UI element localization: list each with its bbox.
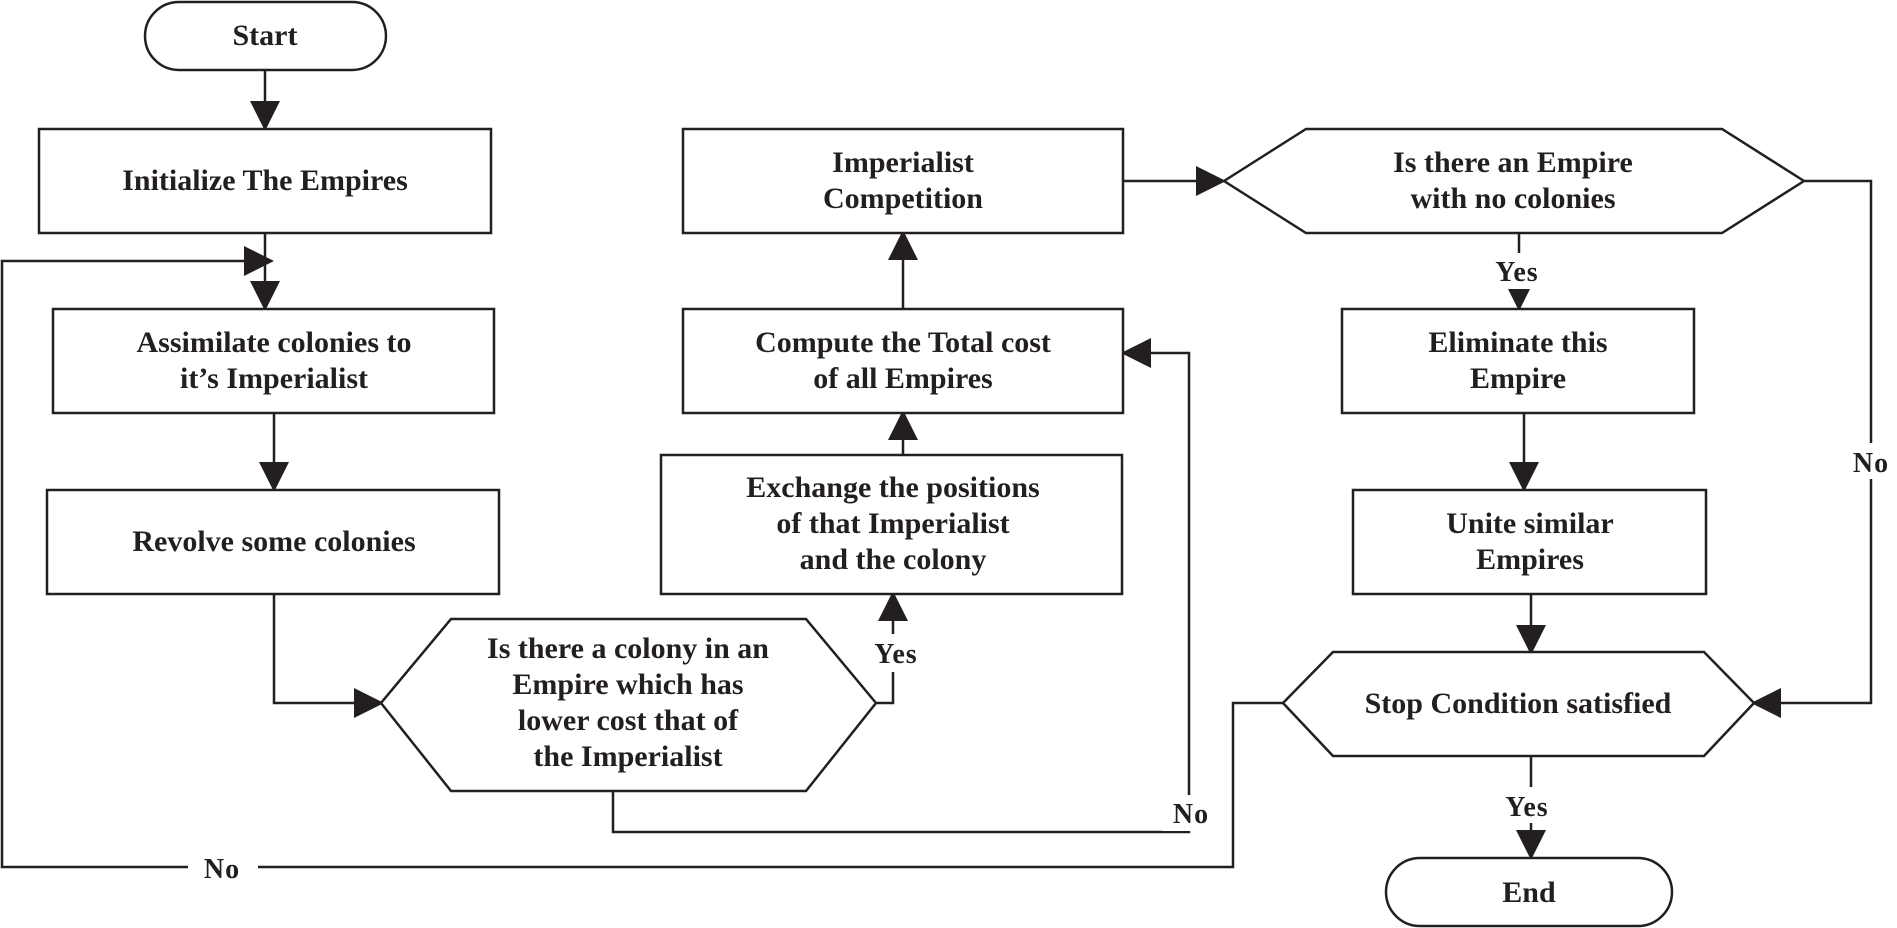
node-line: it’s Imperialist	[180, 362, 368, 395]
node-start: Start	[143, 0, 388, 72]
node-end: End	[1384, 856, 1674, 928]
label-stop-no: No	[204, 854, 240, 885]
node-line: Empire	[1470, 362, 1566, 395]
node-line: Start	[233, 19, 298, 52]
node-revolve-colonies-label: Revolve some colonies	[132, 525, 415, 558]
node-line: Is there an Empire	[1393, 146, 1633, 179]
edge-decision-no-to-compute	[611, 338, 1191, 834]
node-line: Is there a colony in an	[487, 632, 769, 665]
node-initialize-empires-label: Initialize The Empires	[122, 164, 408, 197]
edge-labels: Yes No Yes No Yes No	[188, 253, 1897, 886]
edge-empire-no-to-stop	[1751, 179, 1873, 718]
edge-stop-no-loop	[0, 246, 1283, 869]
label-stop-yes: Yes	[1505, 792, 1548, 823]
node-line: lower cost that of	[518, 704, 739, 737]
edge-revolve-to-decision	[272, 594, 384, 718]
node-line: the Imperialist	[533, 740, 722, 773]
label-colony-yes: Yes	[874, 639, 917, 670]
node-revolve-colonies: Revolve some colonies	[45, 488, 501, 596]
node-line: Empires	[1476, 543, 1584, 576]
label-empire-yes: Yes	[1495, 257, 1538, 288]
node-line: Competition	[823, 182, 983, 215]
node-line: Unite similar	[1446, 507, 1613, 540]
node-line: and the colony	[800, 543, 987, 576]
node-line: Stop Condition satisfied	[1365, 687, 1672, 720]
node-line: of that Imperialist	[776, 507, 1009, 540]
node-line: Exchange the positions	[746, 471, 1039, 504]
node-line: Initialize The Empires	[122, 164, 408, 197]
edge-decision-yes-to-exchange	[876, 591, 908, 705]
node-end-label: End	[1502, 876, 1556, 909]
node-line: Assimilate colonies to	[137, 326, 412, 359]
node-line: Revolve some colonies	[132, 525, 415, 558]
node-line: Empire which has	[512, 668, 743, 701]
node-stop-condition-label: Stop Condition satisfied	[1365, 687, 1672, 720]
node-start-label: Start	[233, 19, 298, 52]
label-colony-no: No	[1173, 799, 1209, 830]
node-line: End	[1502, 876, 1556, 909]
node-line: of all Empires	[813, 362, 992, 395]
nodes: Start Initialize The Empires Assimilate …	[37, 0, 1807, 928]
node-stop-condition: Stop Condition satisfied	[1281, 650, 1756, 758]
node-line: with no colonies	[1410, 182, 1615, 215]
node-line: Eliminate this	[1428, 326, 1607, 359]
node-initialize-empires: Initialize The Empires	[37, 127, 493, 235]
node-line: Compute the Total cost	[755, 326, 1051, 359]
label-empire-no: No	[1853, 448, 1889, 479]
node-line: Imperialist	[832, 146, 974, 179]
